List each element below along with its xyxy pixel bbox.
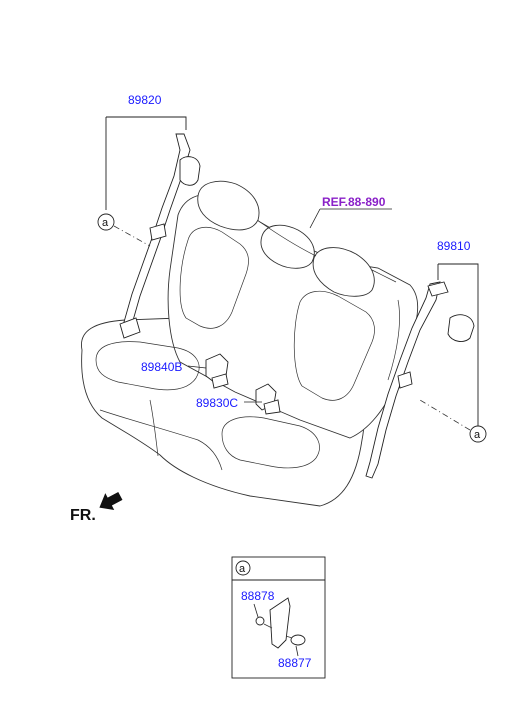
label-89810: 89810 [437,239,471,253]
label-88877: 88877 [278,656,312,670]
label-89820: 89820 [128,93,162,107]
headrest-right [312,247,375,297]
right-back-panel [293,290,375,401]
label-89840b: 89840B [141,360,182,374]
buckle-center-base [263,399,281,415]
anchor-plate [269,597,291,649]
detail-callout-letter: a [239,563,246,575]
callout-circle-left [97,213,115,231]
callout-circle-right [469,425,487,443]
seat-back-side [387,299,400,381]
headrest-center [260,224,315,269]
cushion-front-seam [99,409,223,471]
label-ref-88-890: REF.88-890 [322,195,386,209]
callout-letter-left: a [102,217,109,229]
anchor-cap-icon [290,634,306,646]
belt-left-guide [149,223,167,241]
detail-box-frame [231,556,326,679]
label-89830c: 89830C [196,396,238,410]
left-belt-assembly: 89820 a [97,93,201,339]
belt-left-retractor [179,156,201,186]
belt-right-guide [397,371,413,389]
anchor-hardware-line [263,623,293,639]
belt-left-anchor [119,317,141,339]
callout-letter-right: a [474,429,481,441]
leader-88877 [295,645,299,657]
cushion-left-pad [95,341,200,391]
rear-seat [81,180,418,507]
front-orientation: FR. [70,491,123,524]
anchor-nut-icon [255,616,265,626]
buckle-left-base [211,373,229,389]
cushion-right-pad [221,416,320,469]
reference-callout: REF.88-890 [309,195,392,229]
buckle-89830c: 89830C [196,383,281,415]
belt-right-mount [427,281,449,297]
cushion-seam [149,399,159,457]
headrest-left [197,180,260,231]
left-back-panel [179,226,249,329]
callout-dash-left [113,225,151,247]
belt-right-bracket [437,263,479,426]
leader-89840b [187,365,207,369]
detail-callout-circle [235,560,251,576]
label-88878: 88878 [241,589,275,603]
belt-right-retractor [447,314,475,342]
buckle-89840b: 89840B [141,353,229,389]
belt-left-bracket [105,116,187,210]
seat-back-top [259,221,397,283]
ref-leader [309,208,321,229]
front-arrow-icon [99,491,123,510]
belt-right-webbing [365,281,441,479]
front-label: FR. [70,507,96,524]
callout-dash-right [419,399,471,431]
leader-88878 [253,603,259,618]
right-belt-assembly: 89810 a [365,239,487,479]
detail-box-a: a 88878 88877 [231,556,326,679]
